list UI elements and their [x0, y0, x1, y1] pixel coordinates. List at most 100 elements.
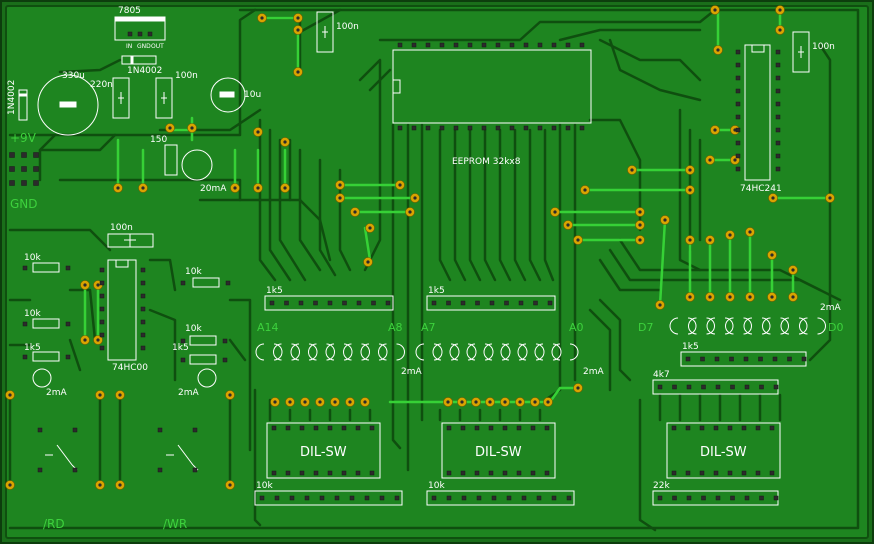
nand-label: 74HC00: [112, 363, 148, 373]
cap-220n-label: 220n: [90, 80, 113, 90]
square-pad: [735, 140, 741, 146]
regulator-pin-in: IN: [126, 43, 132, 50]
led-bracket-right: [569, 343, 579, 361]
trace-46: [228, 338, 247, 362]
led-bracket-left: [325, 343, 335, 361]
square-pad: [523, 125, 529, 131]
led-bracket-left: [669, 317, 679, 335]
square-pad: [579, 42, 585, 48]
square-pad: [475, 300, 480, 306]
pad-hole: [366, 260, 370, 264]
square-pad: [489, 300, 495, 306]
square-pad: [699, 425, 705, 431]
square-pad: [140, 306, 146, 312]
resistor-10k-4: [189, 335, 217, 346]
trace-27: [358, 58, 382, 272]
trace-7: [391, 123, 402, 450]
square-pad: [787, 356, 792, 362]
square-pad: [775, 62, 781, 68]
square-pad: [530, 470, 536, 476]
square-pad: [65, 321, 71, 327]
d0-label: D0: [828, 321, 843, 334]
cap-100n-reg-outline: [155, 77, 173, 119]
led-20ma-label: 20mA: [200, 184, 227, 194]
cap-100n-right-label: 100n: [812, 42, 835, 52]
rn-1k5-a-outline: [264, 295, 394, 311]
led-bracket-left: [415, 343, 425, 361]
ma-mid-2-label: 2mA: [583, 367, 604, 377]
led-bracket-left: [449, 343, 459, 361]
pad-hole: [190, 126, 194, 130]
square-pad: [544, 425, 550, 431]
square-pad: [127, 31, 133, 37]
square-pad: [285, 470, 291, 476]
square-pad: [509, 125, 515, 131]
square-pad: [727, 470, 733, 476]
pad-hole: [533, 400, 537, 404]
square-pad: [411, 42, 417, 48]
square-pad: [735, 166, 741, 172]
bright-trace-10: [363, 226, 372, 262]
square-pad: [271, 470, 277, 476]
cap-330u-outline: [37, 74, 99, 136]
led-bracket-right: [343, 343, 353, 361]
square-pad: [551, 495, 557, 501]
led-bracket-rows: [255, 317, 826, 361]
square-pad: [729, 356, 734, 362]
square-pad: [481, 42, 487, 48]
ma-right-label: 2mA: [820, 303, 841, 313]
rn-1k5-a-label: 1k5: [266, 286, 283, 296]
square-pad: [460, 300, 466, 306]
led-bracket-right: [687, 317, 697, 335]
square-pad: [327, 470, 333, 476]
pad-hole: [413, 196, 417, 200]
square-pad: [735, 49, 741, 55]
square-pad: [474, 470, 480, 476]
pad-hole: [283, 186, 287, 190]
pad-hole: [748, 230, 752, 234]
square-pad: [327, 300, 333, 306]
pad-hole: [368, 226, 372, 230]
cap-10u-outline: [210, 77, 246, 113]
trace-23: [278, 138, 307, 282]
led-bracket-left: [432, 343, 442, 361]
pad-hole: [728, 233, 732, 237]
pad-hole: [363, 400, 367, 404]
square-pad: [537, 42, 543, 48]
square-pad: [37, 427, 43, 433]
square-pad: [521, 495, 527, 501]
trace-12: [588, 118, 642, 232]
led-bracket-right: [378, 343, 388, 361]
square-pad: [536, 495, 542, 501]
square-pad: [460, 425, 466, 431]
led-bracket-right: [450, 343, 460, 361]
cap-100n-reg-label: 100n: [175, 71, 198, 81]
copper-pour: [5, 5, 869, 539]
square-pad: [222, 338, 228, 344]
square-pad: [727, 425, 733, 431]
trace-0: [8, 8, 860, 530]
trace-28: [368, 68, 392, 92]
diode-top-label: 1N4002: [127, 66, 162, 76]
pad-hole: [98, 483, 102, 487]
rn-10k-a-outline: [254, 490, 403, 506]
led-left-1: [32, 368, 52, 388]
square-pad: [714, 356, 720, 362]
square-pad: [299, 425, 305, 431]
resistor-150-label: 150: [150, 135, 167, 145]
square-pad: [304, 495, 310, 501]
square-pad: [495, 125, 501, 131]
trace-51: [253, 388, 262, 527]
buffer-label: 74HC241: [740, 184, 782, 194]
square-pad: [686, 495, 692, 501]
square-pad: [502, 425, 508, 431]
r1k5-2-label: 1k5: [172, 343, 189, 353]
pad-hole: [553, 210, 557, 214]
led-bracket-right: [817, 317, 826, 335]
square-pad: [289, 495, 295, 501]
led-bracket-right: [433, 343, 443, 361]
led-bracket-right: [291, 343, 300, 361]
led-bracket-left: [378, 343, 387, 361]
led-bracket-right: [706, 317, 715, 335]
pad-hole: [118, 393, 122, 397]
